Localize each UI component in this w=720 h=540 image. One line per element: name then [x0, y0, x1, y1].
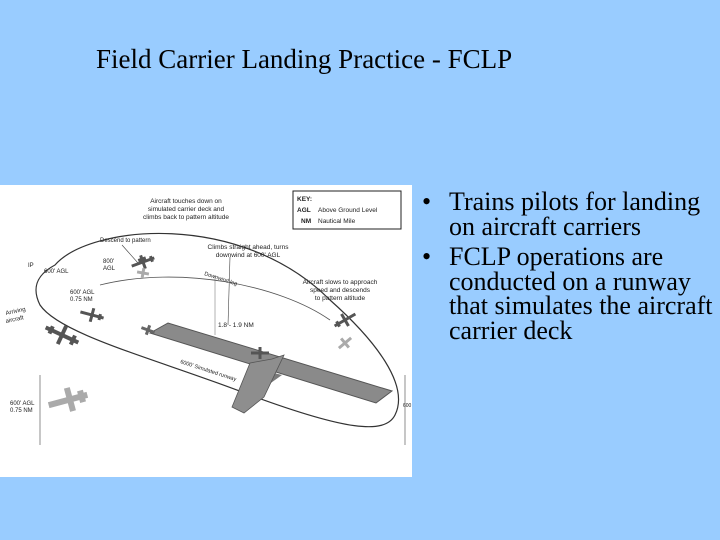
pattern-oval	[35, 232, 400, 428]
annotation-touch-down: Aircraft touches down on	[150, 198, 222, 205]
annotation-600-agl-low: 600' AGL	[10, 401, 35, 407]
aircraft-icon	[44, 325, 80, 346]
key-meaning-nm: Nautical Mile	[318, 218, 356, 225]
leader-line	[121, 244, 139, 264]
bullet-list: • Trains pilots for landing on aircraft c…	[420, 187, 720, 349]
annotation-touch-down: simulated carrier deck and	[148, 206, 225, 213]
annotation-800-agl: 800'	[103, 259, 114, 265]
leader-line	[227, 256, 231, 326]
aircraft-icon	[131, 254, 155, 270]
annotation-touch-down: climbs back to pattern altitude	[143, 214, 229, 221]
fclp-pattern-svg: KEY: AGL Above Ground Level NM Nautical …	[5, 190, 412, 445]
aircraft-icon	[251, 347, 269, 359]
annotation-600-agl-mid: 600' AGL	[70, 290, 95, 296]
key-abbr-nm: NM	[301, 218, 311, 225]
annotation-600-agl-left: 600' AGL	[44, 269, 69, 275]
annotation-slow: to pattern altitude	[315, 295, 366, 302]
key-meaning-agl: Above Ground Level	[318, 207, 378, 214]
annotation-climb: Climbs straight ahead, turns	[208, 244, 290, 251]
annotation-right-edge: 600	[403, 403, 412, 409]
bullet-item: • Trains pilots for landing on aircraft c…	[420, 187, 720, 241]
annotation-600-agl-mid: 0.75 NM	[70, 297, 93, 303]
annotation-arriving: Arriving	[5, 307, 26, 317]
key-title: KEY:	[297, 196, 312, 203]
annotation-descend: Descend to pattern	[100, 238, 151, 244]
annotation-slow: Aircraft slows to approach	[303, 279, 378, 286]
annotation-800-agl: AGL	[103, 266, 116, 272]
aircraft-icon	[337, 336, 353, 350]
bullet-text: Trains pilots for landing on aircraft ca…	[449, 187, 701, 241]
annotation-arriving: aircraft	[5, 315, 25, 325]
annotation-600-agl-low: 0.75 NM	[10, 408, 33, 414]
annotation-ip: IP	[28, 263, 34, 269]
aircraft-icon	[47, 387, 89, 412]
bullet-glyph: •	[422, 242, 432, 271]
slide-title: Field Carrier Landing Practice - FCLP	[96, 44, 513, 74]
bullet-text: FCLP operations are conducted on a runwa…	[449, 242, 713, 345]
key-abbr-agl: AGL	[297, 207, 311, 214]
fclp-pattern-diagram: KEY: AGL Above Ground Level NM Nautical …	[0, 185, 412, 477]
bullet-item: • FCLP operations are conducted on a runw…	[420, 242, 720, 345]
aircraft-icon	[136, 267, 150, 279]
aircraft-icon	[140, 324, 156, 336]
annotation-distance: 1.8 - 1.9 NM	[218, 322, 254, 329]
bullet-glyph: •	[422, 187, 432, 216]
diagram-key: KEY: AGL Above Ground Level NM Nautical …	[292, 190, 402, 230]
annotation-climb: downwind at 600' AGL	[216, 252, 281, 259]
simulated-runway	[148, 322, 394, 414]
annotation-slow: speed and descends	[310, 287, 371, 294]
aircraft-icon	[333, 312, 357, 328]
aircraft-icon	[80, 307, 104, 323]
pattern-inner-arc	[99, 276, 331, 321]
